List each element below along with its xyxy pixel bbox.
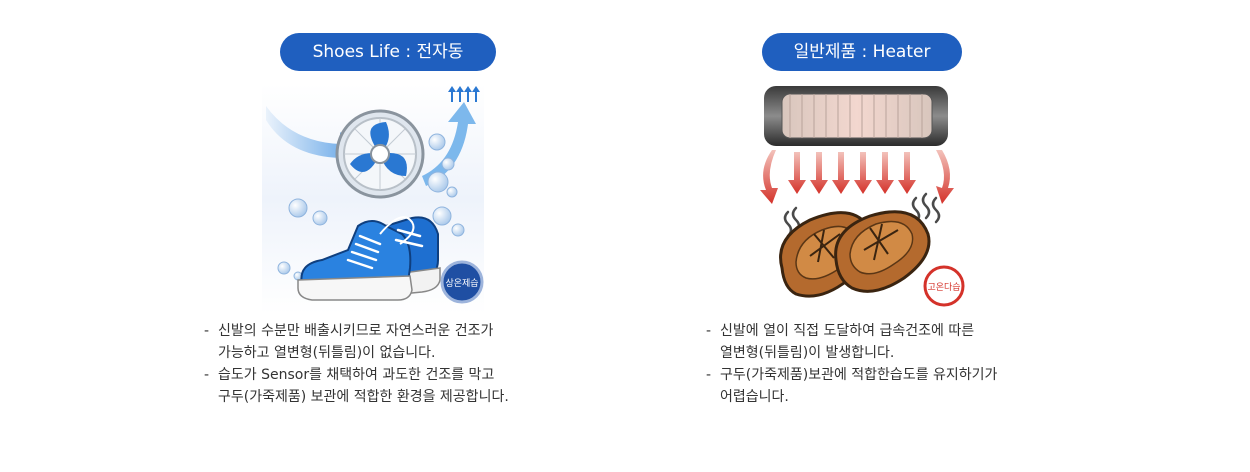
note-line: 열변형(뒤틀림)이 발생합니다. bbox=[720, 345, 895, 361]
high-temp-humid-badge: 고온다습 bbox=[927, 282, 960, 293]
note-line: 가능하고 열변형(뒤틀림)이 없습니다. bbox=[218, 345, 436, 361]
heater-title: 일반제품 : Heater bbox=[762, 33, 962, 71]
heater-notes: - 신발에 열이 직접 도달하여 급속건조에 따른 열변형(뒤틀림)이 발생합니… bbox=[706, 320, 1086, 408]
slippers-image bbox=[779, 210, 931, 298]
room-temp-dehumidify-badge: 상온제습 bbox=[445, 278, 478, 289]
note-item: - 신발의 수분만 배출시키므로 자연스러운 건조가 가능하고 열변형(뒤틀림)… bbox=[204, 320, 584, 364]
shoes-life-notes: - 신발의 수분만 배출시키므로 자연스러운 건조가 가능하고 열변형(뒤틀림)… bbox=[204, 320, 584, 408]
note-item: - 신발에 열이 직접 도달하여 급속건조에 따른 열변형(뒤틀림)이 발생합니… bbox=[706, 320, 1086, 364]
bubbles-icon bbox=[277, 133, 465, 281]
fan-icon bbox=[335, 109, 425, 199]
shoes-life-panel: Shoes Life : 전자동 bbox=[200, 0, 580, 472]
heat-arrows-icon bbox=[760, 150, 954, 204]
note-line: 구두(가죽제품) 보관에 적합한 환경을 제공합니다. bbox=[218, 389, 509, 405]
note-line: 구두(가죽제품)보관에 적합한습도를 유지하기가 bbox=[720, 367, 998, 383]
heater-illustration: 고온다습 bbox=[748, 84, 970, 314]
note-line: 습도가 Sensor를 채택하여 과도한 건조를 막고 bbox=[218, 367, 495, 383]
note-item: - 습도가 Sensor를 채택하여 과도한 건조를 막고 구두(가죽제품) 보… bbox=[204, 364, 584, 408]
heater-icon bbox=[764, 86, 948, 146]
sneakers-image bbox=[297, 216, 441, 301]
heater-panel: 일반제품 : Heater bbox=[700, 0, 1080, 472]
shoes-life-title: Shoes Life : 전자동 bbox=[280, 33, 496, 71]
note-line: 어렵습니다. bbox=[720, 389, 789, 405]
note-item: - 구두(가죽제품)보관에 적합한습도를 유지하기가 어렵습니다. bbox=[706, 364, 1086, 408]
note-line: 신발의 수분만 배출시키므로 자연스러운 건조가 bbox=[218, 323, 494, 339]
note-line: 신발에 열이 직접 도달하여 급속건조에 따른 bbox=[720, 323, 975, 339]
shoes-life-illustration: 상온제습 bbox=[262, 84, 484, 314]
